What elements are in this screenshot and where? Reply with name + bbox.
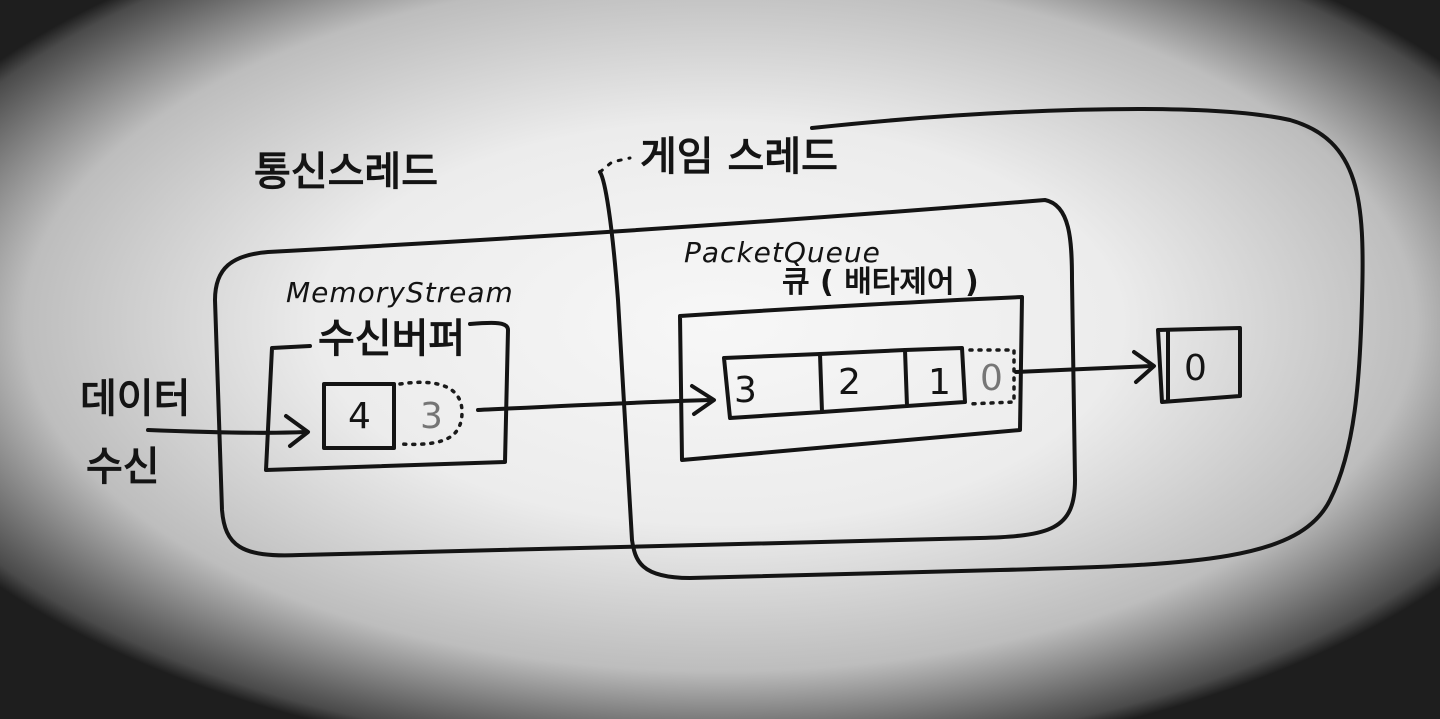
data-receive-label-line1: 데이터 <box>80 376 190 422</box>
packet-queue-title: PacketQueue <box>684 236 881 269</box>
output-value: 0 <box>1184 348 1207 389</box>
comm-thread-label: 통신스레드 <box>254 149 438 195</box>
queue-item-pending: 0 <box>980 358 1003 399</box>
arrow-data-into-buffer <box>146 414 310 448</box>
buffer-cell-filled <box>322 382 396 450</box>
queue-cell-pending <box>966 348 1016 406</box>
arrow-queue-to-output <box>1014 350 1156 384</box>
arrow-buffer-to-queue <box>476 384 716 416</box>
game-thread-label: 게임 스레드 <box>640 134 838 180</box>
queue-item-2: 2 <box>838 362 861 403</box>
queue-cell-1 <box>903 346 967 408</box>
queue-cell-2 <box>818 348 909 414</box>
buffer-cell-filled-value: 4 <box>348 396 371 437</box>
packet-queue-subtitle: 큐 ( 배타제어 ) <box>782 265 979 300</box>
queue-item-1: 1 <box>928 362 951 403</box>
packet-queue-box <box>678 295 1024 462</box>
memory-stream-subtitle: 수신버퍼 <box>318 316 465 362</box>
comm-thread-boundary <box>213 198 1077 558</box>
queue-item-3: 3 <box>734 370 757 411</box>
game-thread-boundary-dash <box>598 156 632 174</box>
memory-stream-title: MemoryStream <box>286 276 514 309</box>
buffer-cell-pending <box>398 380 464 447</box>
game-thread-boundary <box>598 107 1365 580</box>
output-box <box>1156 326 1242 404</box>
memory-stream-box <box>264 320 510 472</box>
data-receive-label-line2: 수신 <box>86 444 160 490</box>
buffer-cell-pending-value: 3 <box>420 396 443 437</box>
